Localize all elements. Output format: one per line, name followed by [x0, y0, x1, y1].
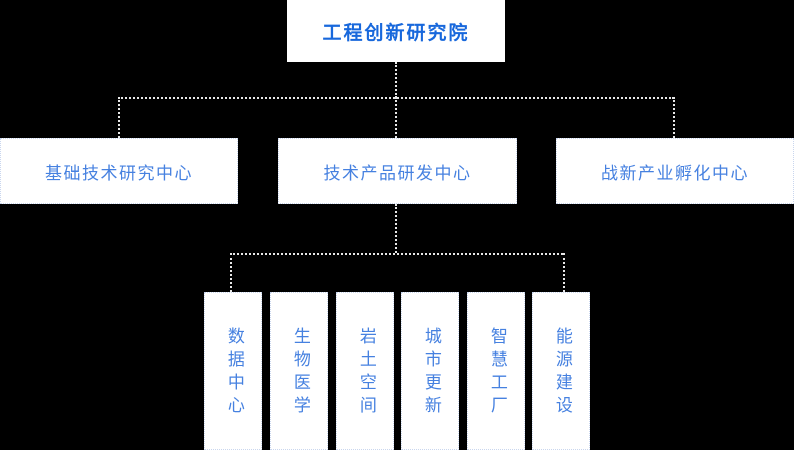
- node-root-label: 工程创新研究院: [322, 21, 470, 44]
- node-unit-energy-construction[interactable]: 能源建设: [532, 292, 590, 450]
- connector-center-1-drop: [395, 97, 397, 138]
- node-center-label: 基础技术研究中心: [45, 163, 193, 184]
- node-root[interactable]: 工程创新研究院: [287, 0, 505, 62]
- connector-units-stem: [395, 204, 397, 253]
- node-unit-label: 岩土空间: [355, 327, 376, 419]
- node-unit-label: 生物医学: [289, 327, 310, 419]
- node-center-basic-technology-research[interactable]: 基础技术研究中心: [0, 138, 238, 204]
- node-unit-data-center[interactable]: 数据中心: [204, 292, 262, 450]
- connector-unit-0-drop: [230, 253, 232, 292]
- node-unit-label: 数据中心: [223, 327, 244, 419]
- node-center-strategic-industry-incubation[interactable]: 战新产业孵化中心: [556, 138, 794, 204]
- node-unit-label: 智慧工厂: [486, 327, 507, 419]
- connector-center-2-drop: [673, 97, 675, 138]
- node-center-label: 技术产品研发中心: [323, 163, 472, 184]
- node-center-product-rd[interactable]: 技术产品研发中心: [278, 138, 517, 204]
- connector-center-0-drop: [118, 97, 120, 138]
- node-unit-urban-renewal[interactable]: 城市更新: [401, 292, 459, 450]
- node-center-label: 战新产业孵化中心: [601, 163, 749, 184]
- node-unit-geotechnical-space[interactable]: 岩土空间: [336, 292, 394, 450]
- node-unit-label: 能源建设: [551, 327, 572, 419]
- node-unit-biomedicine[interactable]: 生物医学: [270, 292, 328, 450]
- connector-units-bus: [230, 253, 563, 255]
- connector-unit-5-drop: [563, 253, 565, 292]
- connector-root-stem: [395, 62, 397, 98]
- node-unit-label: 城市更新: [420, 327, 441, 419]
- node-unit-smart-factory[interactable]: 智慧工厂: [467, 292, 525, 450]
